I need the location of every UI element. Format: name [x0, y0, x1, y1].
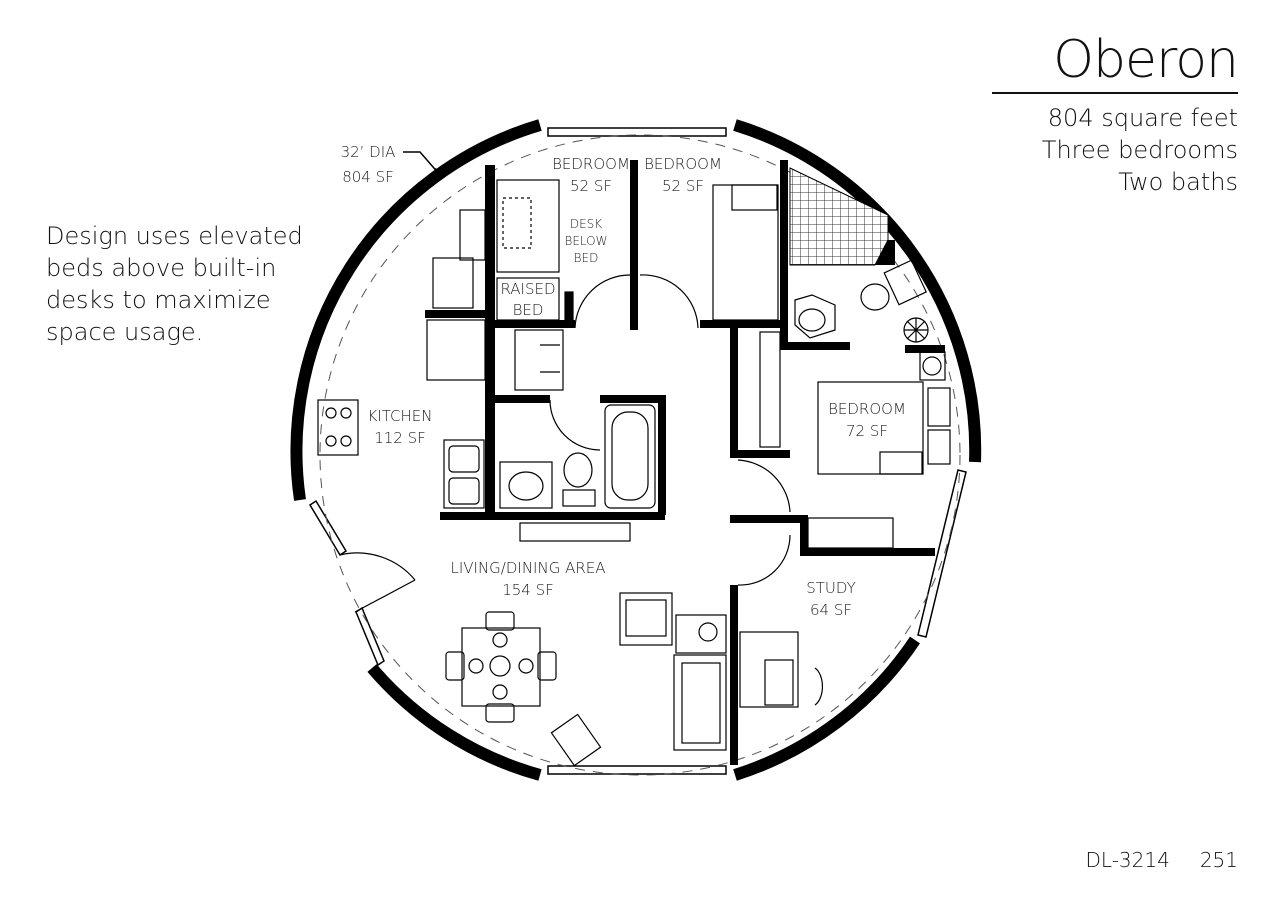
tiled-shower [789, 167, 889, 266]
raised-bed-label: BED [513, 301, 544, 319]
plan-title: Oberon [1053, 30, 1239, 90]
dome-diameter-label: 32’ DIA [341, 143, 396, 161]
plan-code: DL-3214 [1085, 848, 1170, 872]
page-footer: DL-3214 251 [1086, 848, 1239, 872]
room-name: STUDY [806, 579, 856, 597]
bedroom-two-bed [712, 184, 779, 321]
desk-below-bed-label: BELOW [564, 234, 607, 248]
room-area: 112 SF [374, 429, 426, 447]
room-area: 64 SF [810, 601, 852, 619]
spec-area: 804 square feet [1047, 104, 1238, 132]
spec-baths: Two baths [1118, 168, 1238, 196]
room-name: BEDROOM [644, 155, 722, 173]
design-note-line: space usage. [46, 318, 204, 346]
kitchen-fixtures [317, 209, 486, 509]
door-swings [339, 274, 791, 613]
dining-table-set [445, 611, 557, 723]
room-name: BEDROOM [828, 400, 906, 418]
spec-bedrooms: Three bedrooms [1041, 136, 1238, 164]
design-note: Design uses elevated beds above built-in… [46, 220, 306, 348]
dome-dashed-outline [319, 134, 961, 776]
room-area: 52 SF [662, 177, 704, 195]
page-number: 251 [1199, 848, 1238, 872]
raised-bed-furniture [496, 179, 574, 323]
room-name: KITCHEN [368, 407, 433, 425]
dimension-arrowhead [434, 168, 444, 180]
design-note-line: beds above built-in [46, 254, 277, 282]
design-note-line: Design uses elevated [46, 222, 303, 250]
design-note-line: desks to maximize [46, 286, 271, 314]
room-area: 72 SF [846, 422, 888, 440]
dimension-arrow [403, 151, 441, 176]
desk-below-bed-label: BED [574, 251, 599, 265]
title-underline [992, 92, 1238, 94]
desk-below-bed-label: DESK [570, 217, 602, 231]
bath-two-fixtures [794, 259, 946, 381]
room-name: LIVING/DINING AREA [450, 559, 605, 577]
living-furniture [550, 592, 727, 767]
study-furniture [739, 517, 894, 708]
raised-bed-label: RAISED [500, 280, 555, 298]
room-name: BEDROOM [552, 155, 630, 173]
room-area: 154 SF [502, 581, 554, 599]
interior-walls [425, 160, 945, 765]
room-area: 52 SF [570, 177, 612, 195]
dome-area-label: 804 SF [342, 168, 394, 186]
bedroom-three-bed [759, 331, 951, 475]
bath-one-fixtures [499, 329, 656, 542]
plan-specs: 804 square feet Three bedrooms Two baths [1042, 102, 1238, 198]
windows [308, 127, 967, 775]
dome-outer-wall [290, 119, 982, 781]
